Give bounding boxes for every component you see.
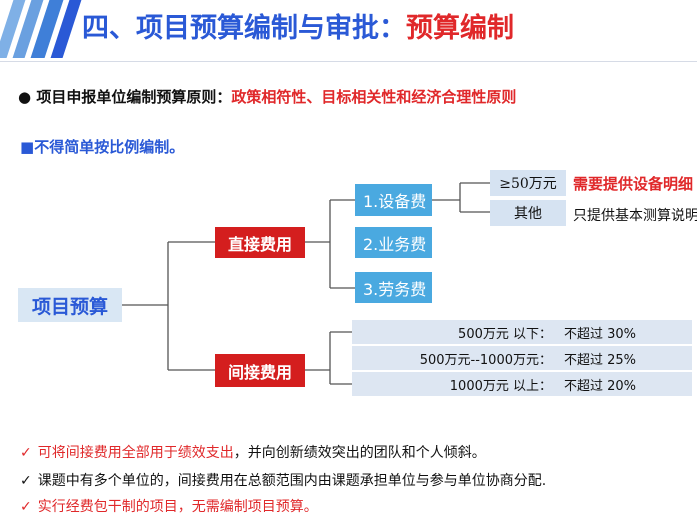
bullet-text-rest: ，并向创新绩效突出的团队和个人倾斜。 bbox=[233, 445, 486, 461]
bullet-text: 实行经费包干制的项目，无需编制项目预算。 bbox=[37, 499, 318, 515]
equipment-requirement-other: 只提供基本测算说明 bbox=[573, 208, 697, 224]
check-icon: ✓ bbox=[20, 499, 32, 515]
indirect-range-cell: 1000万元 以上： bbox=[352, 372, 558, 396]
check-icon: ✓ bbox=[20, 445, 32, 461]
principle-bullet: ● bbox=[18, 88, 32, 106]
bullet-text: 可将间接费用全部用于绩效支出 bbox=[37, 445, 234, 461]
direct-item-business: 2.业务费 bbox=[355, 227, 432, 258]
direct-item-equipment: 1.设备费 bbox=[355, 184, 432, 216]
direct-item-labor: 3.劳务费 bbox=[355, 272, 432, 303]
equipment-condition-over50: ≥50万元 bbox=[490, 170, 566, 196]
indirect-limit-cell: 不超过 30% bbox=[558, 320, 692, 344]
indirect-limit-cell: 不超过 25% bbox=[558, 346, 692, 370]
note-text: 不得简单按比例编制。 bbox=[34, 138, 185, 156]
equipment-condition-other: 其他 bbox=[490, 200, 566, 226]
bullet-item: ✓ 可将间接费用全部用于绩效支出，并向创新绩效突出的团队和个人倾斜。 bbox=[20, 442, 486, 462]
indirect-range-cell: 500万元 以下： bbox=[352, 320, 558, 344]
principle-label: 项目申报单位编制预算原则： bbox=[36, 88, 232, 106]
indirect-range-cell: 500万元--1000万元： bbox=[352, 346, 558, 370]
bullet-text: 课题中有多个单位的，间接费用在总额范围内由课题承担单位与参与单位协商分配. bbox=[37, 473, 547, 489]
indirect-cost-box: 间接费用 bbox=[215, 354, 305, 387]
title-accent: 预算编制 bbox=[406, 13, 514, 44]
bullet-item: ✓ 课题中有多个单位的，间接费用在总额范围内由课题承担单位与参与单位协商分配. bbox=[20, 470, 546, 490]
direct-cost-box: 直接费用 bbox=[215, 227, 305, 258]
equipment-requirement-over50: 需要提供设备明细 bbox=[573, 175, 694, 193]
header-divider bbox=[0, 61, 697, 62]
bullet-item: ✓ 实行经费包干制的项目，无需编制项目预算。 bbox=[20, 496, 318, 516]
principle-value: 政策相符性、目标相关性和经济合理性原则 bbox=[231, 88, 517, 106]
tree-root: 项目预算 bbox=[18, 288, 122, 322]
principle-line: ● 项目申报单位编制预算原则：政策相符性、目标相关性和经济合理性原则 bbox=[18, 86, 516, 107]
title-main: 四、项目预算编制与审批： bbox=[82, 13, 406, 44]
note-bullet: ■ bbox=[20, 138, 35, 156]
note-line: ■不得简单按比例编制。 bbox=[20, 136, 184, 157]
indirect-limit-cell: 不超过 20% bbox=[558, 372, 692, 396]
check-icon: ✓ bbox=[20, 473, 32, 489]
page-title: 四、项目预算编制与审批：预算编制 bbox=[82, 6, 514, 45]
